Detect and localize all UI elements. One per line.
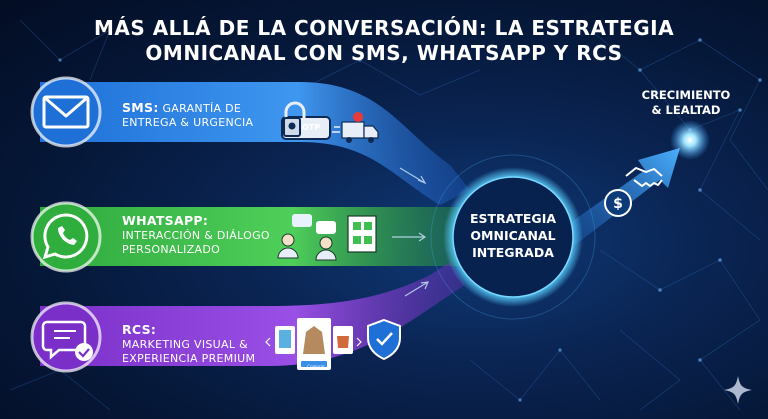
outcome-glow xyxy=(670,120,710,160)
sms-desc-line1: GARANTÍA DE xyxy=(162,102,242,115)
lock-otp-icon xyxy=(281,101,331,140)
center-line3: INTEGRADA xyxy=(472,245,554,260)
center-strategy-label: ESTRATEGIA OMNICANAL INTEGRADA xyxy=(453,210,573,261)
sms-ribbon xyxy=(40,82,470,205)
whatsapp-channel-name: WHATSAPP: xyxy=(122,213,209,228)
rcs-channel-name: RCS: xyxy=(122,322,157,337)
dollar-coin-icon: $ xyxy=(604,189,632,217)
center-line2: OMNICANAL xyxy=(470,228,556,243)
whatsapp-label: WHATSAPP: INTERACCIÓN & DIÁLOGO PERSONAL… xyxy=(122,214,270,257)
flow-arrows xyxy=(392,167,429,297)
chat-check-icon xyxy=(41,320,93,361)
outcome-label: CRECIMIENTO & LEALTAD xyxy=(626,88,746,118)
sms-channel-name: SMS: xyxy=(122,100,159,115)
whatsapp-desc-line1: INTERACCIÓN & DIÁLOGO xyxy=(122,229,270,242)
otp-label: OTP xyxy=(302,123,321,132)
rcs-desc-line2: EXPERIENCIA PREMIUM xyxy=(122,352,256,365)
svg-text:$: $ xyxy=(613,196,623,212)
outcome-line1: CRECIMIENTO xyxy=(641,88,731,102)
shield-check-icon xyxy=(367,318,401,361)
sms-label: SMS: GARANTÍA DE ENTREGA & URGENCIA xyxy=(122,101,253,130)
sparkle-icon xyxy=(724,376,752,404)
rcs-label: RCS: MARKETING VISUAL & EXPERIENCIA PREM… xyxy=(122,323,255,366)
rcs-desc-line1: MARKETING VISUAL & xyxy=(122,338,248,351)
people-chat-icon xyxy=(277,214,337,261)
main-title-line1: MÁS ALLÁ DE LA CONVERSACIÓN: LA ESTRATEG… xyxy=(93,16,675,40)
center-line1: ESTRATEGIA xyxy=(469,211,557,226)
handshake-icon xyxy=(625,167,663,187)
whatsapp-desc-line2: PERSONALIZADO xyxy=(122,243,221,256)
envelope-icon xyxy=(42,95,90,129)
sms-desc-line2: ENTREGA & URGENCIA xyxy=(122,116,254,129)
delivery-truck-icon xyxy=(332,112,379,143)
whatsapp-icon xyxy=(42,213,89,260)
buy-button-label: Comprar xyxy=(307,364,325,369)
product-carousel-icon xyxy=(265,318,362,370)
catalog-icon xyxy=(347,215,377,253)
main-title-line2: OMNICANAL CON SMS, WHATSAPP Y RCS xyxy=(145,41,623,65)
outcome-line2: & LEALTAD xyxy=(651,103,721,117)
